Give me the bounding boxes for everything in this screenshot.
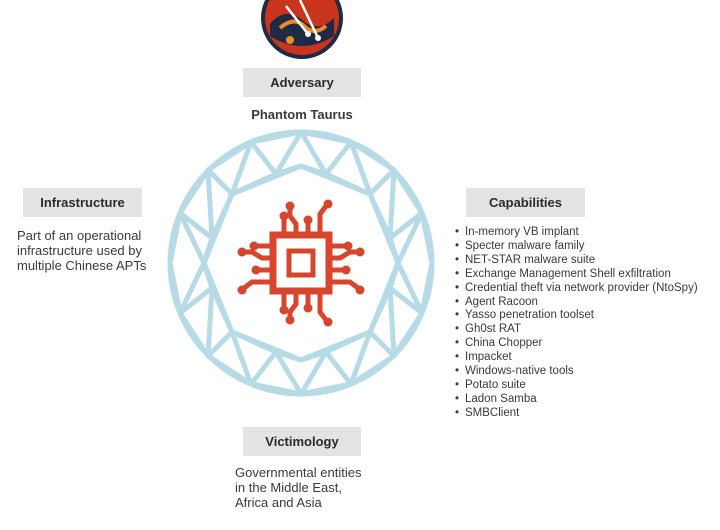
list-item: SMBClient	[455, 407, 698, 421]
list-item: Gh0st RAT	[455, 323, 698, 337]
diamond-model-icon	[166, 128, 436, 398]
infrastructure-label: Infrastructure	[23, 188, 142, 217]
adversary-name: Phantom Taurus	[251, 107, 353, 122]
list-item: Yasso penetration toolset	[455, 309, 698, 323]
infrastructure-description: Part of an operational infrastructure us…	[17, 228, 147, 273]
list-item: In-memory VB implant	[455, 226, 698, 240]
circuit-chip-icon	[234, 196, 368, 330]
adversary-logo	[260, 0, 344, 60]
list-item: Impacket	[455, 351, 698, 365]
list-item: Agent Racoon	[455, 296, 698, 310]
list-item: Specter malware family	[455, 240, 698, 254]
victimology-label: Victimology	[243, 427, 361, 456]
list-item: Credential theft via network provider (N…	[455, 282, 698, 296]
victimology-description: Governmental entities in the Middle East…	[235, 465, 362, 510]
list-item: Windows-native tools	[455, 365, 698, 379]
list-item: NET-STAR malware suite	[455, 254, 698, 268]
list-item: Exchange Management Shell exfiltration	[455, 268, 698, 282]
capabilities-list: In-memory VB implant Specter malware fam…	[455, 226, 698, 421]
list-item: Ladon Samba	[455, 393, 698, 407]
adversary-label: Adversary	[243, 68, 361, 97]
list-item: Potato suite	[455, 379, 698, 393]
capabilities-label: Capabilities	[466, 188, 585, 217]
list-item: China Chopper	[455, 337, 698, 351]
